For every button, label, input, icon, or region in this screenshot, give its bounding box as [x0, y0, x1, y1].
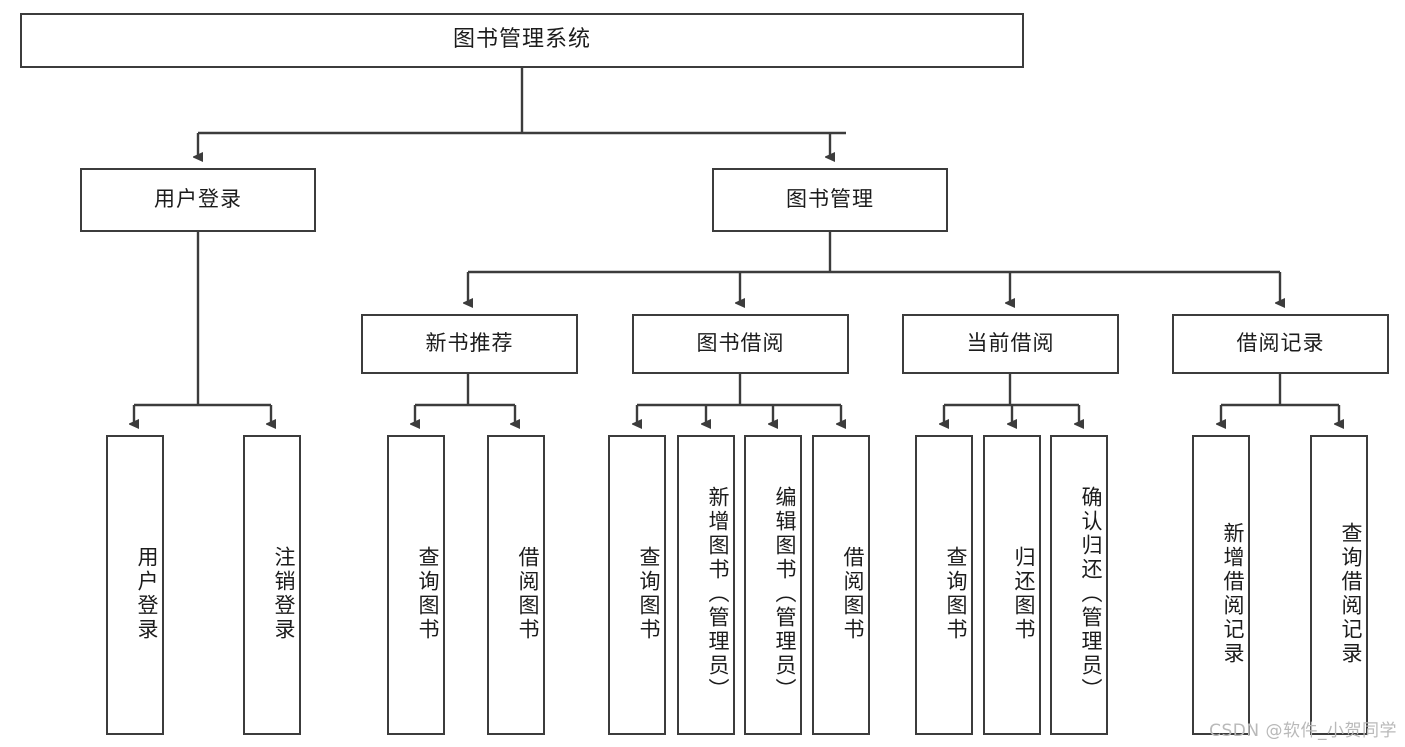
- leaf-query-book-2[interactable]: 查询图书: [608, 435, 666, 735]
- leaf-return-book[interactable]: 归还图书: [983, 435, 1041, 735]
- leaf-user-login[interactable]: 用户登录: [106, 435, 164, 735]
- node-label: 查询借阅记录: [1339, 522, 1363, 666]
- leaf-query-book-1[interactable]: 查询图书: [387, 435, 445, 735]
- node-label: 新增图书（管理员）: [706, 486, 730, 702]
- leaf-confirm-return-admin[interactable]: 确认归还（管理员）: [1050, 435, 1108, 735]
- node-root-system[interactable]: 图书管理系统: [20, 13, 1024, 68]
- node-label: 图书借阅: [696, 331, 785, 356]
- node-label: 查询图书: [637, 546, 661, 642]
- node-book-manage[interactable]: 图书管理: [712, 168, 948, 232]
- leaf-edit-book-admin[interactable]: 编辑图书（管理员）: [744, 435, 802, 735]
- node-new-book-recommend[interactable]: 新书推荐: [361, 314, 578, 374]
- node-current-borrow[interactable]: 当前借阅: [902, 314, 1119, 374]
- node-book-borrow[interactable]: 图书借阅: [632, 314, 849, 374]
- node-label: 借阅图书: [516, 546, 540, 642]
- leaf-query-borrow-record[interactable]: 查询借阅记录: [1310, 435, 1368, 735]
- node-label: 确认归还（管理员）: [1079, 486, 1103, 702]
- node-label: 新增借阅记录: [1221, 522, 1245, 666]
- node-label: 用户登录: [154, 187, 242, 212]
- leaf-borrow-book-1[interactable]: 借阅图书: [487, 435, 545, 735]
- node-label: 注销登录: [272, 546, 296, 642]
- leaf-add-borrow-record[interactable]: 新增借阅记录: [1192, 435, 1250, 735]
- node-label: 编辑图书（管理员）: [773, 486, 797, 702]
- leaf-borrow-book-2[interactable]: 借阅图书: [812, 435, 870, 735]
- node-label: 新书推荐: [425, 331, 514, 356]
- node-label: 当前借阅: [966, 331, 1055, 356]
- leaf-logout[interactable]: 注销登录: [243, 435, 301, 735]
- leaf-query-book-3[interactable]: 查询图书: [915, 435, 973, 735]
- csdn-watermark: CSDN @软件_小贺同学: [1209, 721, 1397, 741]
- node-label: 借阅图书: [841, 546, 865, 642]
- node-user-login[interactable]: 用户登录: [80, 168, 316, 232]
- node-label: 查询图书: [416, 546, 440, 642]
- node-borrow-record[interactable]: 借阅记录: [1172, 314, 1389, 374]
- node-label: 归还图书: [1012, 546, 1036, 642]
- leaf-add-book-admin[interactable]: 新增图书（管理员）: [677, 435, 735, 735]
- node-label: 用户登录: [135, 546, 159, 642]
- node-label: 借阅记录: [1236, 331, 1325, 356]
- node-label: 查询图书: [944, 546, 968, 642]
- node-label: 图书管理: [786, 187, 874, 212]
- node-label: 图书管理系统: [452, 27, 591, 53]
